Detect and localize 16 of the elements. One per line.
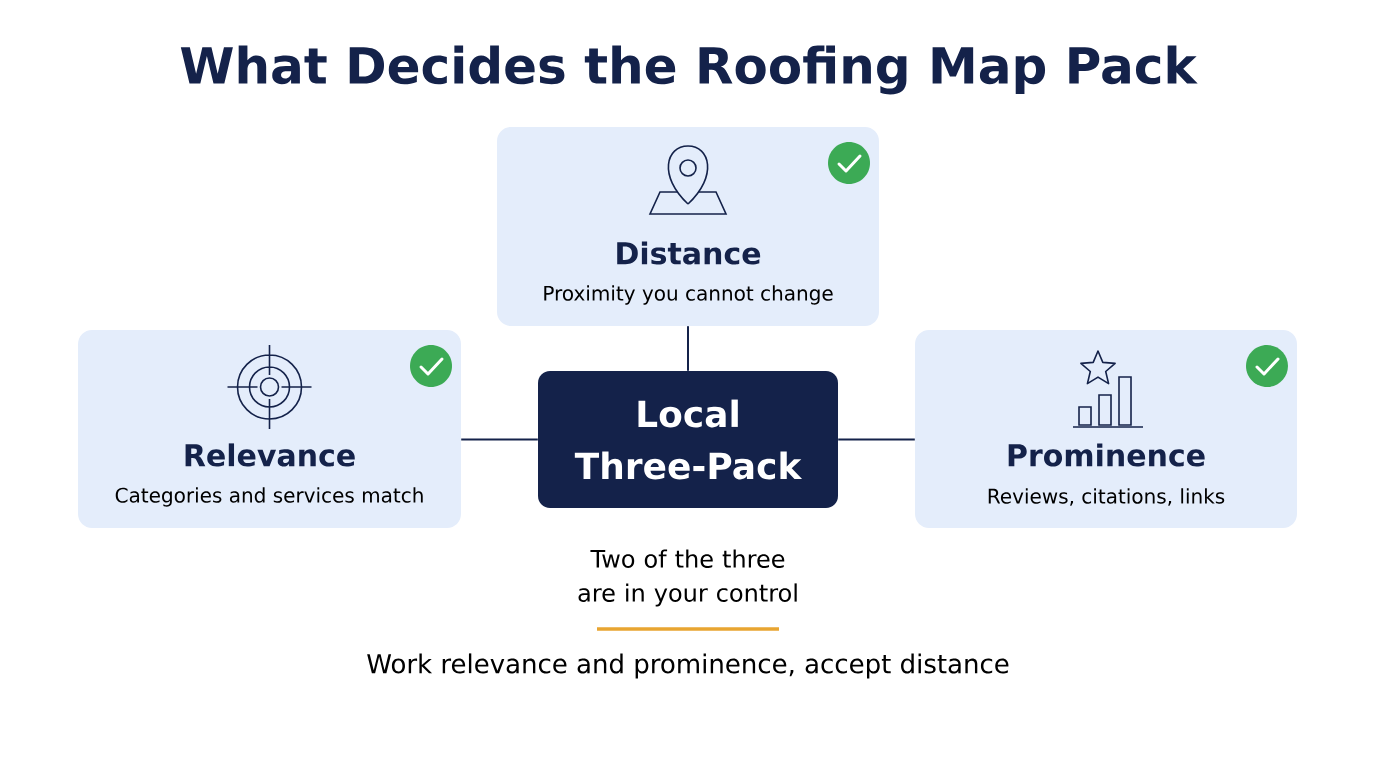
box-description: Proximity you cannot change [544,285,833,305]
box-description: Categories and services match [115,487,423,507]
connector-line [687,325,689,372]
connector-line [460,438,539,441]
hub-box: Local Three-Pack [538,371,838,508]
box-description: Reviews, citations, links [988,488,1225,506]
box-heading: Relevance [185,443,355,467]
note-text: Two of the three are in your control [578,549,797,607]
factor-card [497,127,879,326]
factor-card [78,330,461,528]
factor-card [915,330,1297,528]
box-heading: Distance [617,241,761,265]
box-heading: Prominence [1008,443,1205,467]
title: What Decides the Roofing Map Pack [180,45,1198,95]
summary-text: Work relevance and prominence, accept distance [367,653,1009,679]
connector-line [837,438,916,441]
